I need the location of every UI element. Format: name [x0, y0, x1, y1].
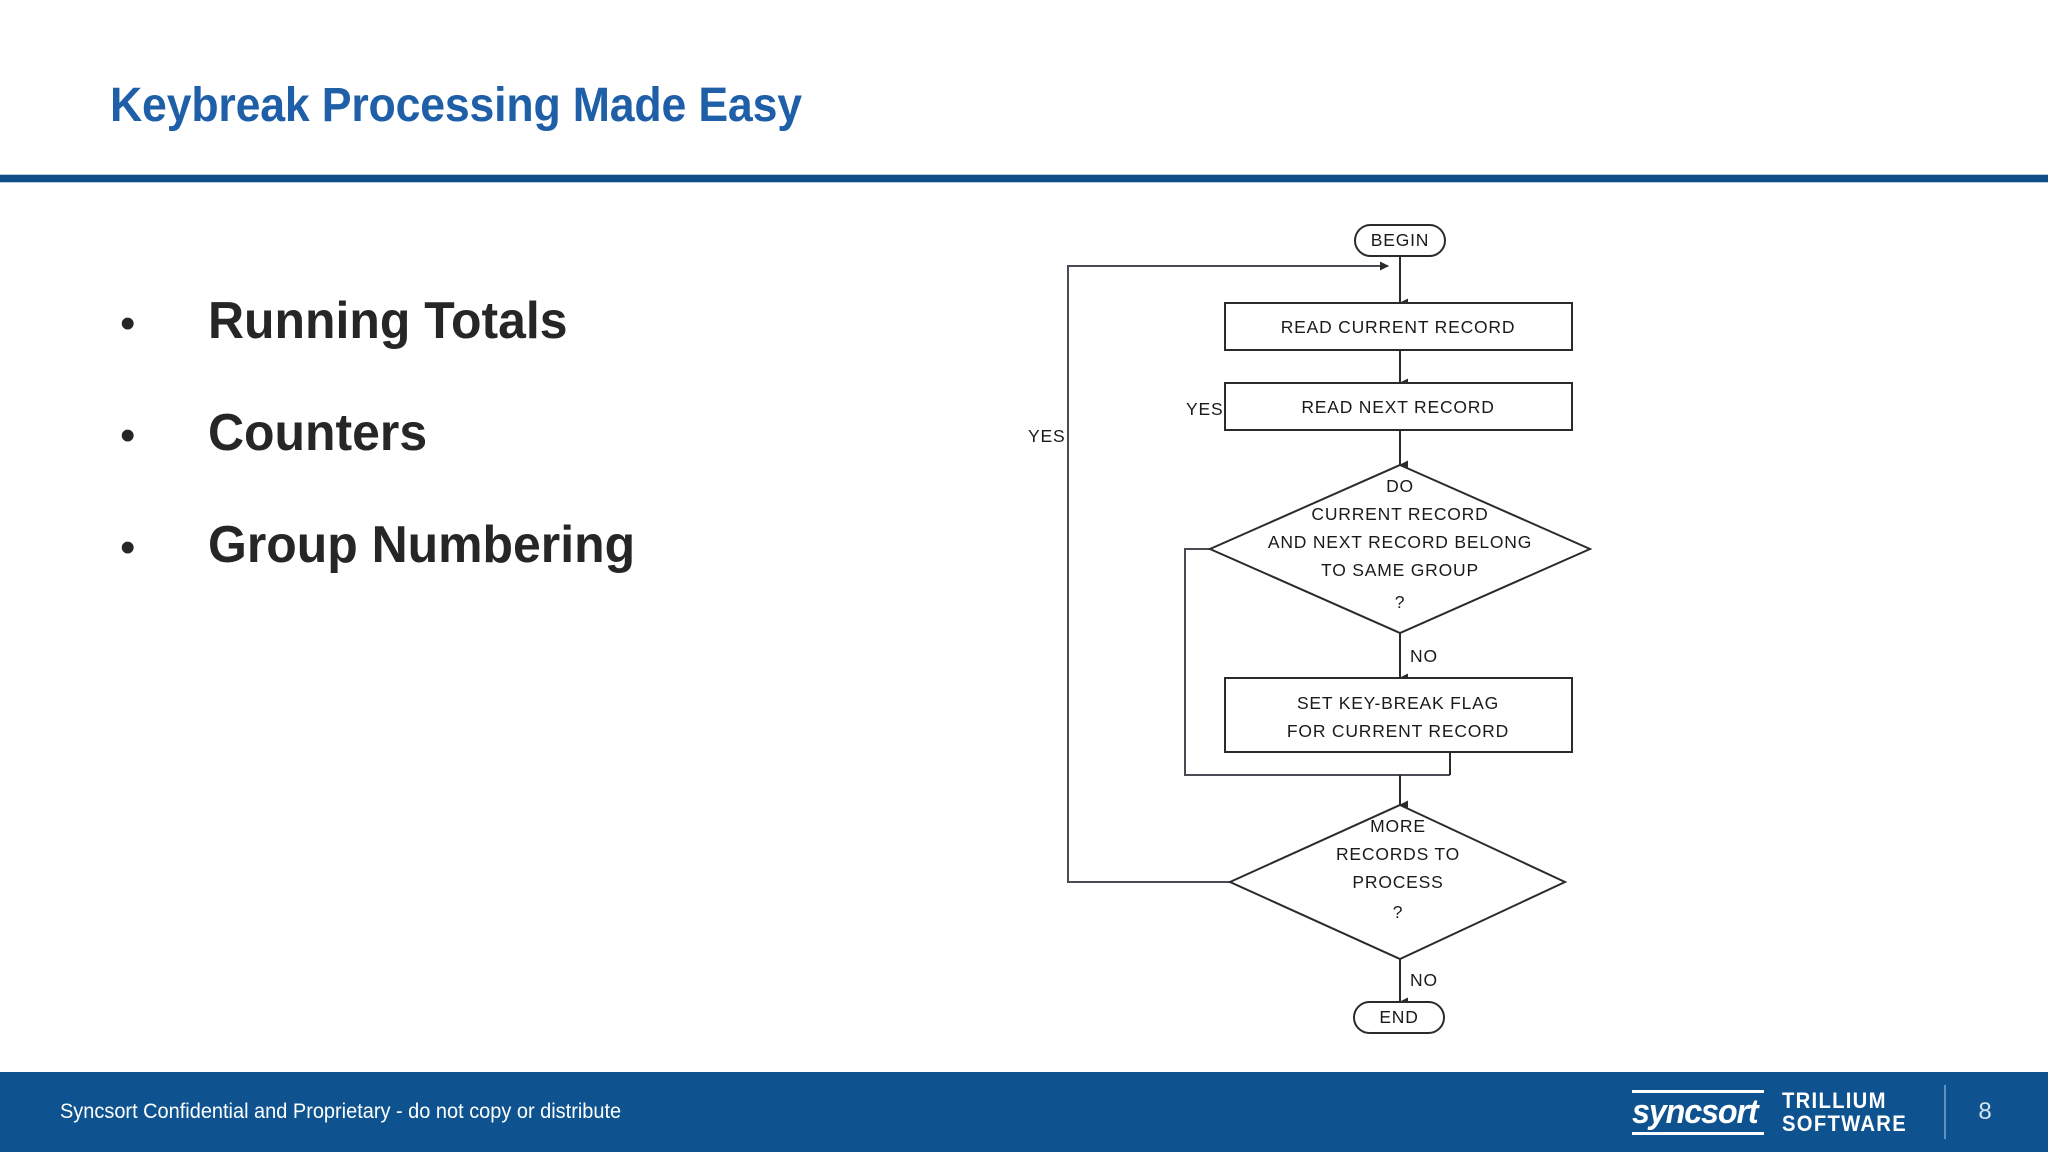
- node-read-next-record-label: READ NEXT RECORD: [1301, 397, 1494, 417]
- node-read-current-record: [1224, 302, 1573, 351]
- node-read-next-record: [1224, 382, 1573, 431]
- node-set-key-break-flag: [1224, 677, 1573, 753]
- list-item: • Group Numbering: [120, 514, 940, 576]
- edge-label-more-no: NO: [1410, 970, 1438, 990]
- node-decision-same-group-line2: CURRENT RECORD: [1311, 504, 1488, 524]
- edge-decision-group-yes: [1184, 548, 1450, 776]
- bullet-list: • Running Totals • Counters • Group Numb…: [120, 290, 940, 626]
- syncsort-logo: syncsort TRILLIUM SOFTWARE: [1631, 1089, 1918, 1135]
- node-end-label: END: [1379, 1007, 1418, 1027]
- node-set-key-break-flag-line2: FOR CURRENT RECORD: [1287, 721, 1509, 741]
- list-item: • Counters: [120, 402, 940, 464]
- list-item: • Running Totals: [120, 290, 940, 352]
- slide-footer: Syncsort Confidential and Proprietary - …: [0, 1072, 2048, 1152]
- node-decision-more-records-line2: RECORDS TO: [1336, 844, 1460, 864]
- brand-block: syncsort TRILLIUM SOFTWARE 8: [1631, 1072, 1998, 1152]
- flowchart-diagram: BEGIN READ CURRENT RECORD READ NEXT RECO…: [1020, 200, 1660, 1070]
- bullet-marker-icon: •: [120, 411, 136, 460]
- title-area: Keybreak Processing Made Easy: [0, 0, 2048, 183]
- trillium-line2: SOFTWARE: [1782, 1111, 1908, 1136]
- bullet-marker-icon: •: [120, 299, 136, 348]
- node-decision-more-records-line3: PROCESS: [1352, 872, 1443, 892]
- bullet-marker-icon: •: [120, 523, 136, 572]
- page-title: Keybreak Processing Made Easy: [110, 79, 802, 132]
- node-decision-same-group: [1207, 463, 1593, 635]
- node-decision-same-group-line5: ?: [1395, 592, 1406, 612]
- node-end: [1353, 1001, 1445, 1034]
- brand-divider: [1944, 1085, 1946, 1139]
- node-begin: [1354, 224, 1446, 257]
- edge-label-inner-yes: YES: [1186, 399, 1223, 419]
- node-decision-more-records-line1: MORE: [1370, 816, 1426, 836]
- confidentiality-notice: Syncsort Confidential and Proprietary - …: [60, 1100, 622, 1123]
- bullet-label-running-totals: Running Totals: [208, 292, 568, 350]
- edge-label-outer-yes: YES: [1028, 426, 1065, 446]
- node-decision-same-group-line4: TO SAME GROUP: [1321, 560, 1479, 580]
- bullet-label-group-numbering: Group Numbering: [208, 516, 636, 574]
- node-decision-same-group-line3: AND NEXT RECORD BELONG: [1268, 532, 1532, 552]
- syncsort-wordmark-text: syncsort: [1631, 1092, 1759, 1131]
- bullet-label-counters: Counters: [208, 404, 428, 462]
- title-divider-rule: [0, 174, 2048, 183]
- node-decision-more-records-line4: ?: [1393, 902, 1404, 922]
- node-decision-same-group-line1: DO: [1386, 476, 1414, 496]
- node-set-key-break-flag-line1: SET KEY-BREAK FLAG: [1297, 693, 1499, 713]
- trillium-line1: TRILLIUM: [1782, 1088, 1887, 1113]
- trillium-software-lockup: TRILLIUM SOFTWARE: [1782, 1089, 1907, 1135]
- node-begin-label: BEGIN: [1371, 230, 1429, 250]
- edge-label-group-no: NO: [1410, 646, 1438, 666]
- node-read-current-record-label: READ CURRENT RECORD: [1281, 317, 1516, 337]
- node-decision-more-records: [1227, 803, 1568, 961]
- page-number: 8: [1978, 1098, 1992, 1125]
- edge-outer-loop: [1067, 261, 1389, 883]
- syncsort-wordmark: syncsort: [1631, 1089, 1765, 1135]
